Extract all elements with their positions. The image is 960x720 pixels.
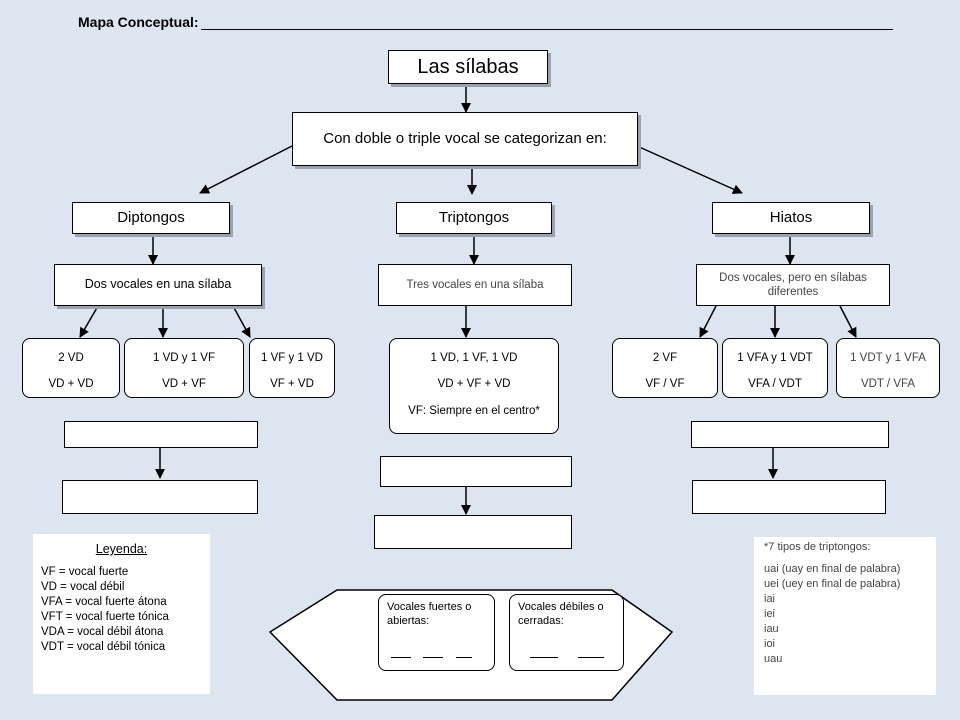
hiato-type-3: 1 VDT y 1 VFA VDT / VFA xyxy=(836,338,940,398)
vocales-fuertes-box: Vocales fuertes o abiertas: xyxy=(378,594,495,671)
title-blank-line xyxy=(200,15,893,30)
vocales-debiles-box: Vocales débiles o cerradas: xyxy=(509,594,624,671)
diptongo-type-3-formula: VF + VD xyxy=(270,378,314,391)
arrow-subtitle-diptongos xyxy=(199,145,293,194)
hiato-type-1: 2 VF VF / VF xyxy=(612,338,718,398)
diptongo-type-3-count: 1 VF y 1 VD xyxy=(261,352,323,364)
diptongo-type-2-count: 1 VD y 1 VF xyxy=(153,352,215,364)
triptongo-list-item: iau xyxy=(764,623,779,635)
triptongo-list-item: iei xyxy=(764,608,776,620)
diptongo-type-1-formula: VD + VD xyxy=(48,378,94,391)
triptongos-desc: Tres vocales en una sílaba xyxy=(378,264,572,306)
legend-item: VFA = vocal fuerte átona xyxy=(41,596,167,608)
arrow-hia-desc-type1 xyxy=(699,305,717,338)
title-text: Mapa Conceptual: xyxy=(78,14,199,30)
vocales-fuertes-blank-2[interactable] xyxy=(423,657,443,658)
diptongos-node: Diptongos xyxy=(72,202,230,234)
vocales-debiles-label: Vocales débiles o cerradas: xyxy=(518,601,604,627)
triptongo-list-title: *7 tipos de triptongos: xyxy=(764,541,871,553)
diptongo-type-1-count: 2 VD xyxy=(58,352,84,364)
vocales-debiles-blank-2[interactable] xyxy=(578,657,604,658)
arrow-subtitle-hiatos xyxy=(636,145,743,194)
hiato-type-1-count: 2 VF xyxy=(652,352,678,364)
diptongo-type-3: 1 VF y 1 VD VF + VD xyxy=(249,338,335,398)
diptongo-type-1: 2 VD VD + VD xyxy=(22,338,120,398)
triptongo-list-panel: *7 tipos de triptongos: uai (uay en fina… xyxy=(754,537,936,695)
triptongos-blank-box-1[interactable] xyxy=(380,456,572,487)
hiato-type-2: 1 VFA y 1 VDT VFA / VDT xyxy=(722,338,828,398)
arrow-dip-desc-type3 xyxy=(232,305,251,338)
vocales-fuertes-blank-1[interactable] xyxy=(391,657,411,658)
diptongo-type-2: 1 VD y 1 VF VD + VF xyxy=(124,338,244,398)
root-node: Las sílabas xyxy=(388,50,548,84)
diptongo-type-2-formula: VD + VF xyxy=(162,378,206,391)
diptongos-blank-box-1[interactable] xyxy=(64,421,258,448)
hiato-type-2-formula: VFA / VDT xyxy=(748,378,802,391)
hiato-type-3-formula: VDT / VFA xyxy=(860,378,916,391)
triptongo-type-formula: VD + VF + VD xyxy=(437,378,511,391)
legend-item: VD = vocal débil xyxy=(41,581,125,593)
hiatos-desc: Dos vocales, pero en sílabas diferentes xyxy=(696,264,890,306)
subtitle-node: Con doble o triple vocal se categorizan … xyxy=(292,112,638,166)
triptongo-type-note: VF: Siempre en el centro* xyxy=(408,404,540,417)
legend-item: VDA = vocal débil átona xyxy=(41,626,164,638)
hiato-type-3-count: 1 VDT y 1 VFA xyxy=(850,352,926,364)
hiato-type-2-count: 1 VFA y 1 VDT xyxy=(737,352,813,364)
triptongo-list-item: ioi xyxy=(764,638,776,650)
triptongo-type-count: 1 VD, 1 VF, 1 VD xyxy=(430,352,518,364)
diptongos-blank-box-2[interactable] xyxy=(62,480,258,514)
vocales-debiles-blank-1[interactable] xyxy=(530,657,558,658)
legend-item: VF = vocal fuerte xyxy=(41,566,129,578)
triptongo-list-item: uai (uay en final de palabra) xyxy=(764,563,901,575)
hiatos-blank-box-2[interactable] xyxy=(692,480,886,514)
triptongo-list-item: uau xyxy=(764,653,783,665)
triptongo-type: 1 VD, 1 VF, 1 VD VD + VF + VD VF: Siempr… xyxy=(389,338,559,434)
hiatos-node: Hiatos xyxy=(712,202,870,234)
vocales-fuertes-label: Vocales fuertes o abiertas: xyxy=(387,601,472,627)
triptongos-blank-box-2[interactable] xyxy=(374,515,572,549)
legend-item: VFT = vocal fuerte tónica xyxy=(41,611,169,623)
legend-title: Leyenda: xyxy=(95,542,148,556)
legend-item: VDT = vocal débil tónica xyxy=(41,641,166,653)
hiatos-blank-box-1[interactable] xyxy=(691,421,889,448)
diptongos-desc: Dos vocales en una sílaba xyxy=(54,264,262,306)
triptongo-list-item: iai xyxy=(764,593,776,605)
triptongos-node: Triptongos xyxy=(396,202,552,234)
page-title: Mapa Conceptual: xyxy=(78,14,908,30)
legend-panel: Leyenda: VF = vocal fuerte VD = vocal dé… xyxy=(33,534,210,694)
vocales-fuertes-blank-3[interactable] xyxy=(456,657,472,658)
hiato-type-1-formula: VF / VF xyxy=(645,378,685,391)
arrow-hia-desc-type3 xyxy=(839,305,857,338)
triptongo-list-item: uei (uey en final de palabra) xyxy=(764,578,901,590)
arrow-dip-desc-type1 xyxy=(79,305,99,338)
